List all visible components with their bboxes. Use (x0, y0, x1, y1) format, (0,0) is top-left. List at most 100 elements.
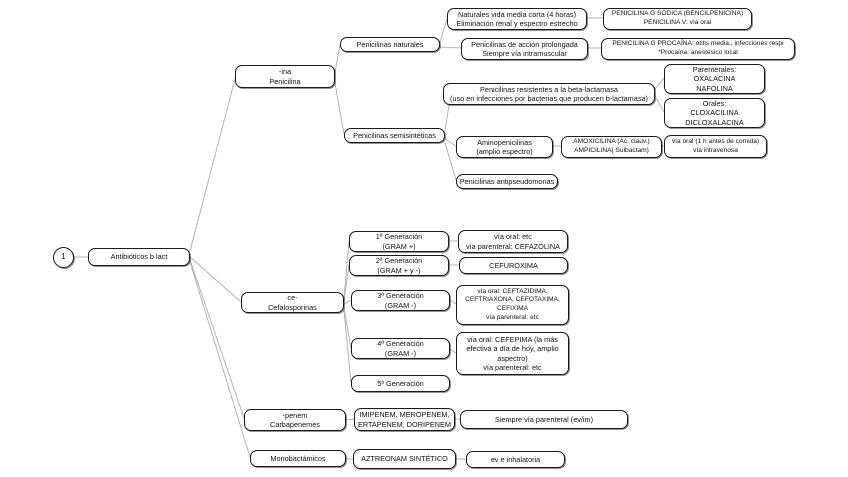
node-penicilinas-antipseudomonas[interactable]: Penicilinas antipseudomonas (456, 174, 558, 189)
node-text-line: Parenterales: (692, 64, 737, 74)
node-text-line: vía parenteral: etc (486, 313, 539, 321)
connector (189, 261, 251, 458)
node-text-line: CEFIXIMA (496, 305, 529, 312)
node-orales-cloxacilina[interactable]: Orales: CLOXACILINA DICLOXALACINA (664, 98, 765, 128)
connector (449, 348, 457, 354)
node-text-line: *Procaína: anestésico local (658, 49, 738, 56)
node-text-line: Siempre vía parenteral (ev/im) (494, 414, 594, 424)
node-gen3-ceftazidima[interactable]: vía oral: CEFTAZIDIMA, CEFTRIAXONA, CEFO… (456, 285, 569, 325)
node-text-line: (GRAM +) (382, 241, 416, 251)
node-text-line: -ina (278, 67, 292, 77)
node-generacion-3[interactable]: 3ª Generación (GRAM -) (351, 290, 450, 311)
node-text-line: (GRAM -) (384, 300, 417, 310)
node-text-line: Orales: (702, 98, 727, 108)
node-text-line: 4ª Generación (377, 339, 424, 349)
node-aminopenicilinas[interactable]: Aminopenicilinas (amplio espectro) (456, 136, 553, 158)
node-generacion-1[interactable]: 1ª Generación (GRAM +) (349, 231, 449, 252)
connector (439, 46, 462, 49)
node-penicilina-g-procaina[interactable]: PENICILINA G PROCAÍNA: otitis media., in… (601, 38, 795, 60)
connector (334, 44, 341, 73)
node-penicilina-g-sodica[interactable]: PENICILINA G SÓDICA (BENCILPENICINA) PEN… (603, 8, 752, 30)
node-text-line: Aminopenicilinas (477, 137, 532, 147)
node-text-line: AZTREONAM SINTÉTICO (361, 454, 448, 464)
node-carbapenemes[interactable]: -penem Carbapenemes (244, 409, 346, 431)
node-text-line: Penicilina (269, 76, 301, 86)
node-text-line: aspectro) (497, 353, 528, 363)
node-text-line: 3ª Generación (377, 291, 424, 301)
node-via-oral-1h[interactable]: vía oral (1 h antes de comida) vía intra… (664, 135, 767, 158)
node-aztreonam-sintetico[interactable]: AZTREONAM SINTÉTICO (353, 449, 456, 469)
connector (444, 104, 450, 132)
connector (343, 299, 352, 305)
connector (343, 310, 352, 384)
node-accion-prolongada[interactable]: Penicilinas de acción prolongada Siempre… (461, 38, 588, 60)
node-text-line: Naturales vida media corta (4 horas) (457, 9, 577, 19)
node-text-line: ERTAPENEM, DORIPENEM (358, 419, 451, 429)
node-text-line: Carbapenemes (270, 420, 320, 429)
connector (439, 18, 448, 43)
connector (444, 138, 457, 147)
node-antibioticos-blact[interactable]: Antibióticos b lact (88, 248, 190, 266)
node-text-line: CEFTRIAXONA, CEFOTAXIMA, (465, 296, 560, 304)
node-text-line: vía parenteral: CEFAZOLINA (465, 241, 561, 251)
node-amoxicilina-ampicilina[interactable]: AMOXICILINA (Ac. clauv.) AMPICILINA( Sul… (561, 136, 662, 158)
node-text-line: 1ª Generación (375, 232, 423, 242)
node-penicilinas-naturales[interactable]: Penicilinas naturales (340, 37, 440, 52)
connector (334, 82, 345, 135)
node-text-line: CEFUROXIMA (489, 260, 538, 270)
node-siempre-via-parenteral[interactable]: Siempre vía parenteral (ev/im) (460, 410, 628, 429)
node-gen1-cefazolina[interactable]: vía oral: etc vía parenteral: CEFAZOLINA (458, 230, 568, 253)
node-monobactamicos[interactable]: Monobactámicos (250, 450, 346, 467)
node-text-line: vía oral: etc (494, 232, 532, 242)
node-imipenem-meropenem[interactable]: IMIPENEM, MEROPENEM, ERTAPENEM, DORIPENE… (354, 408, 455, 431)
connector (189, 78, 236, 252)
node-text-line: vía oral (1 h antes de comida) (671, 137, 760, 145)
node-text-line: Penicilinas semisintéticas (353, 130, 436, 140)
node-text-line: vía oral: CEFEPIMA (la más (467, 334, 558, 344)
node-text-line: DICLOXALACINA (685, 117, 744, 127)
node-text-line: OXALACINA (693, 74, 736, 84)
node-text-line: AMPICILINA( Sulbactam) (574, 147, 649, 154)
node-penicilina[interactable]: -ina Penicilina (235, 65, 335, 88)
node-text-line: Penicilinas antipseudomonas (459, 176, 555, 186)
connector (654, 95, 665, 113)
connector (343, 240, 350, 299)
node-text-line: NAFOLINA (696, 83, 733, 93)
node-text-line: Antibióticos b lact (110, 252, 168, 262)
node-text-line: -penem (282, 410, 308, 420)
node-text-line: Penicilinas naturales (356, 39, 424, 49)
node-text-line: AMOXICILINA (Ac. clauv.) (573, 138, 650, 146)
node-text-line: Siempre vía intramuscular (482, 49, 567, 58)
node-text-line: Eliminación renal y espectro estrecho (456, 19, 578, 28)
node-text-line: Cefalosporinas (268, 302, 317, 312)
connector (449, 299, 457, 305)
node-text-line: PENICILINA V: vía oral (643, 19, 712, 26)
node-generacion-2[interactable]: 2ª Generación (GRAM + y -) (349, 255, 449, 276)
node-gen2-cefuroxima[interactable]: CEFUROXIMA (459, 257, 568, 274)
node-penicilinas-semisinteticas[interactable]: Penicilinas semisintéticas (344, 128, 445, 143)
node-text-line: ev e inhalatoria (490, 454, 541, 464)
node-text-line: (uso en infecciones por bacterias que pr… (450, 94, 648, 103)
node-parenterales-oxalacina[interactable]: Parenterales: OXALACINA NAFOLINA (664, 64, 765, 94)
node-text-line: vía intravenosa (693, 146, 738, 154)
node-cefalosporinas[interactable]: ce- Cefalosporinas (241, 292, 344, 313)
node-text-line: PENICILINA G SÓDICA (BENCILPENICINA) (611, 10, 744, 18)
node-text-line: (GRAM -) (384, 348, 417, 358)
connector (189, 256, 242, 303)
node-resistentes-beta-lactamasa[interactable]: Penicilinas resistentes a la beta-lactam… (443, 83, 655, 105)
node-generacion-4[interactable]: 4ª Generación (GRAM -) (351, 338, 450, 359)
connector (444, 142, 457, 181)
root-number-marker[interactable]: 1 (53, 247, 74, 268)
node-text-line: Penicilinas resistentes a la beta-lactam… (480, 84, 618, 94)
node-naturales-vida-media[interactable]: Naturales vida media corta (4 horas) Eli… (447, 8, 587, 30)
node-text-line: vía oral: CEFTAZIDIMA, (477, 287, 548, 295)
node-gen4-cefepima[interactable]: vía oral: CEFEPIMA (la más efectiva a dí… (456, 332, 569, 375)
node-text-line: Penicilinas de acción prolongada (471, 39, 578, 49)
node-generacion-5[interactable]: 5ª Generación (351, 375, 450, 392)
connector (189, 259, 245, 419)
node-text-line: efectiva a día de hoy, amplio (466, 344, 559, 354)
node-text-line: PENICILINA G PROCAÍNA: otitis media., in… (612, 40, 784, 48)
node-ev-inhalatoria[interactable]: ev e inhalatoria (466, 451, 565, 468)
connector (343, 264, 350, 302)
